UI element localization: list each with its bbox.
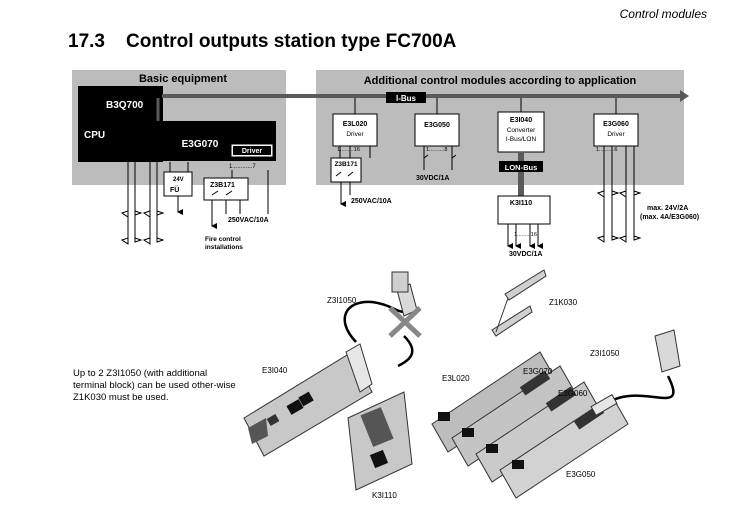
z3i1050-left-cable xyxy=(343,300,411,343)
i-bus-arrow xyxy=(680,90,689,102)
photo-z3i1050-right: Z3I1050 xyxy=(590,349,620,358)
photo-k3i110: K3I110 xyxy=(372,491,397,500)
e3g070-label: E3G070 xyxy=(182,139,219,150)
lon-bus-tag xyxy=(499,161,543,172)
e3l020-sub: Driver xyxy=(346,131,364,138)
z3b171b-box xyxy=(330,157,362,183)
z3b171-label: Z3B171 xyxy=(210,182,235,189)
e3i040-sub2: I-Bus/LON xyxy=(506,136,537,143)
z1k030-bracket xyxy=(504,269,547,301)
k3i110-box xyxy=(497,195,551,225)
b3q700-label: B3Q700 xyxy=(106,100,144,111)
z3i1050-right-cable xyxy=(605,375,675,406)
lon-bus-line xyxy=(518,152,524,196)
basic-equipment-label: Basic equipment xyxy=(139,73,227,85)
z3b171b-rating: 250VAC/10A xyxy=(351,198,392,205)
fu-box xyxy=(163,171,193,197)
usage-note: Up to 2 Z3I1050 (with additional termina… xyxy=(73,368,236,403)
lon-bus-label: LON-Bus xyxy=(505,163,538,172)
additional-modules-label: Additional control modules according to … xyxy=(364,75,637,87)
photo-z3i1050-left: Z3I1050 xyxy=(327,296,357,305)
e3g050-range: 1..........8 xyxy=(426,147,447,153)
e3l020-range: 1.........16 xyxy=(337,147,360,153)
e3g070-driver-label: Driver xyxy=(242,148,263,155)
e3g070-range: 1............7 xyxy=(229,164,256,170)
e3l020-name: E3L020 xyxy=(343,121,368,128)
k3i110-range: 1.........16 xyxy=(514,232,537,238)
section-number: 17.3 xyxy=(68,31,105,52)
section-title: Control outputs station type FC700A xyxy=(126,31,457,52)
k3i110-name: K3I110 xyxy=(510,200,532,207)
e3g060-name: E3G060 xyxy=(603,121,629,128)
fire-control-line2: installations xyxy=(205,244,243,251)
i-bus-tag xyxy=(386,92,426,103)
fu-label: FÜ xyxy=(170,185,179,194)
e3g060-rating1: max. 24V/2A xyxy=(647,205,688,212)
z3b171b-name: Z3B171 xyxy=(334,161,358,168)
photo-e3g050: E3G050 xyxy=(566,470,596,479)
z3i1050-right-connector xyxy=(654,329,681,373)
k3i110-rating: 30VDC/1A xyxy=(509,251,542,258)
photo-z1k030: Z1K030 xyxy=(549,298,578,307)
cpu-label: CPU xyxy=(84,130,105,141)
module-stack xyxy=(431,351,629,499)
photo-e3i040: E3I040 xyxy=(262,366,288,375)
crossed-out-connector-icon xyxy=(388,306,422,338)
cpu-relay-outputs xyxy=(120,162,165,245)
e3g060-range: 1..........6 xyxy=(596,147,617,153)
photo-e3g060: E3G060 xyxy=(558,389,588,398)
i-bus-label: I-Bus xyxy=(396,94,417,103)
e3l020-box xyxy=(332,113,378,147)
z3b171-rating: 250VAC/10A xyxy=(228,217,269,224)
e3g050-rating: 30VDC/1A xyxy=(416,175,449,182)
e3i040-box xyxy=(497,111,545,153)
e3g060-box xyxy=(593,113,639,147)
section-header: Control modules xyxy=(619,7,707,21)
photo-e3g070: E3G070 xyxy=(523,367,553,376)
e3i040-sub1: Converter xyxy=(507,127,536,134)
photo-e3l020: E3L020 xyxy=(442,374,470,383)
e3i040-name: E3I040 xyxy=(510,117,532,124)
e3g060-sub: Driver xyxy=(607,131,625,138)
e3g050-box xyxy=(414,113,460,147)
fire-control-line1: Fire control xyxy=(205,236,241,243)
e3g050-name: E3G050 xyxy=(424,122,450,129)
e3g060-rating2: (max. 4A/E3G060) xyxy=(640,214,699,221)
fu-voltage: 24V xyxy=(173,177,184,183)
e3i040-board xyxy=(243,351,373,457)
page-title: 17.3 Control outputs station type FC700A xyxy=(68,31,456,53)
